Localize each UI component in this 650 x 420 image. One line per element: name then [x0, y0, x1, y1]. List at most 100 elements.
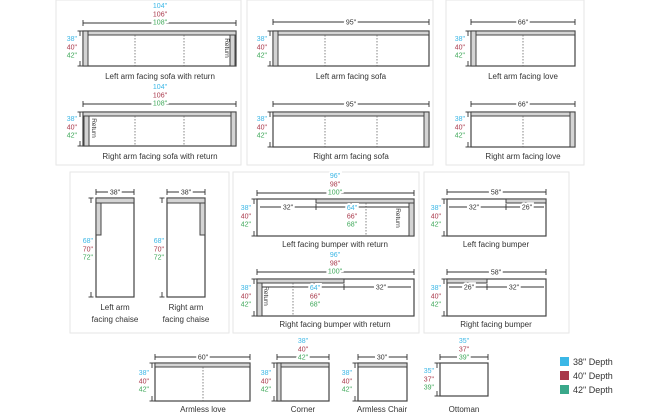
armless-love: 60"38"40"42"Armless love	[137, 353, 251, 414]
depth-label: 38"	[257, 36, 268, 43]
depth-label: 42"	[261, 387, 272, 394]
sofa-outline	[82, 111, 237, 147]
width-label: 39"	[459, 355, 470, 362]
width-label: 38"	[298, 338, 309, 345]
back-cushion	[272, 30, 430, 36]
width-label: 66"	[518, 102, 529, 109]
back-cushion	[272, 111, 430, 117]
depth-label: 38"	[241, 205, 252, 212]
width-label: 104"	[153, 3, 168, 10]
sofa-outline	[272, 111, 430, 148]
width-label: 96"	[330, 173, 341, 180]
piece-label: Corner	[291, 405, 316, 414]
depth-label: 42"	[139, 387, 150, 394]
depth-label: 37"	[424, 376, 435, 383]
depth-label: 42"	[455, 133, 466, 140]
width-label: 95"	[346, 102, 357, 109]
back-cushion	[446, 278, 488, 284]
depth-label: 40"	[257, 124, 268, 131]
legend-swatch	[560, 385, 569, 394]
sofa-outline	[82, 30, 237, 67]
piece-label: Right arm facing sofa with return	[102, 152, 217, 161]
depth-label: 42"	[67, 53, 78, 60]
depth-label: 40"	[455, 44, 466, 51]
arm	[82, 30, 89, 67]
width-label: 100"	[328, 190, 343, 197]
legend-swatch	[560, 371, 569, 380]
depth-label: 42"	[431, 222, 442, 229]
width-label: 38"	[181, 190, 192, 197]
back-cushion	[166, 197, 206, 204]
depth-label: 40"	[257, 44, 268, 51]
depth-label: 70"	[83, 246, 94, 253]
width-label: 108"	[153, 20, 168, 27]
depth-label: 40"	[431, 293, 442, 300]
depth-label: 40"	[342, 378, 353, 385]
width-label: 106"	[153, 11, 168, 18]
segment-label: 26"	[464, 285, 475, 292]
return-label: Return	[223, 38, 230, 58]
arm	[230, 111, 237, 147]
depth-label: 72"	[154, 255, 165, 262]
right-arm-love: 66"38"40"42"Right arm facing love	[453, 100, 576, 161]
depth-label: 40"	[139, 378, 150, 385]
piece-label: Left arm facing love	[488, 72, 558, 81]
return	[256, 282, 263, 317]
back-cushion	[505, 198, 547, 204]
return-segment-label: 68"	[310, 302, 321, 309]
return-label: Return	[90, 118, 97, 138]
armless-chair: 30"38"40"42"Armless Chair	[340, 353, 408, 414]
depth-label: 68"	[154, 238, 165, 245]
back-cushion	[82, 111, 237, 117]
chair-outline	[357, 362, 408, 402]
legend-swatch	[560, 357, 569, 366]
width-label: 98"	[330, 260, 341, 267]
corner: 38"40"42"38"40"42"Corner	[259, 336, 330, 414]
width-label: 58"	[491, 270, 502, 277]
depth-label: 40"	[455, 124, 466, 131]
ottoman-outline	[439, 362, 489, 397]
segment-label: 32"	[283, 205, 294, 212]
width-label: 42"	[298, 355, 309, 362]
piece-label: Left facing bumper with return	[282, 240, 388, 249]
return-segment-label: 66"	[347, 213, 358, 220]
depth-label: 42"	[342, 387, 353, 394]
return-label: Return	[262, 286, 269, 306]
bumper-outline	[256, 278, 415, 317]
arm	[423, 111, 430, 148]
piece-label: Right facing bumper	[460, 320, 532, 329]
width-label: 106"	[153, 92, 168, 99]
back-cushion	[95, 197, 135, 204]
depth-label: 38"	[67, 116, 78, 123]
depth-label: 70"	[154, 246, 165, 253]
piece-label: Right arm	[169, 303, 204, 312]
right-bumper-with-return: 96"98"100"32"64"66"68"Return38"40"42"Rig…	[239, 250, 415, 329]
width-label: 100"	[328, 269, 343, 276]
depth-label: 38"	[431, 205, 442, 212]
return-segment-label: 64"	[347, 205, 358, 212]
arm	[470, 30, 477, 67]
piece-label: Left arm facing sofa with return	[105, 72, 215, 81]
depth-label: 40"	[241, 213, 252, 220]
love-outline	[154, 362, 251, 402]
back-cushion	[154, 362, 251, 368]
piece-label: Ottoman	[449, 405, 480, 414]
depth-label: 40"	[67, 124, 78, 131]
return	[408, 202, 415, 237]
width-label: 60"	[198, 355, 209, 362]
width-label: 35"	[459, 338, 470, 345]
depth-label: 38"	[67, 36, 78, 43]
return-segment-label: 68"	[347, 222, 358, 229]
back-cushion	[315, 198, 415, 204]
back-cushion	[470, 111, 576, 117]
width-label: 40"	[298, 346, 309, 353]
return-label: Return	[394, 208, 401, 228]
bumper-outline	[446, 278, 547, 317]
bumper-outline	[256, 198, 415, 237]
width-label: 96"	[330, 252, 341, 259]
chaise-outline	[166, 197, 206, 298]
width-label: 66"	[518, 20, 529, 27]
